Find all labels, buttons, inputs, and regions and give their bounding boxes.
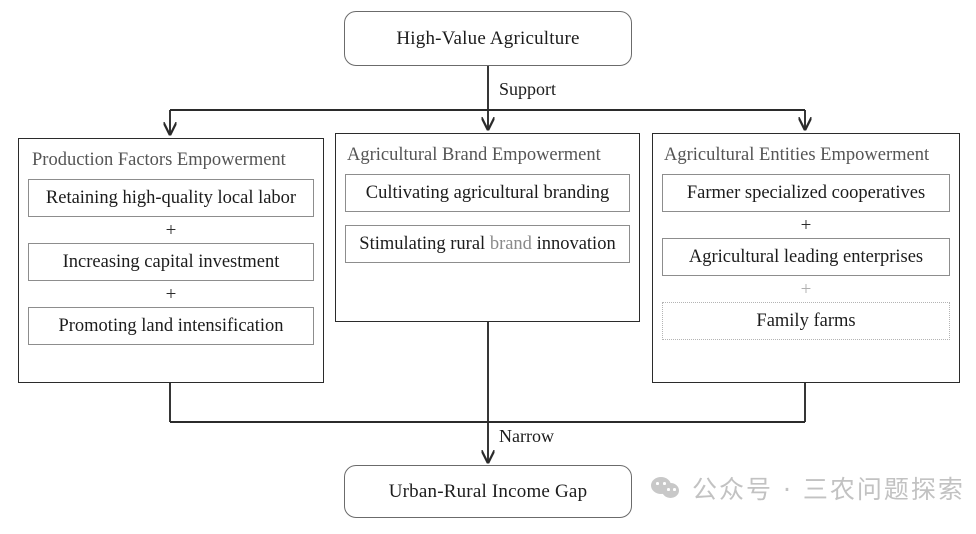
item-increasing-capital-investment[interactable]: Increasing capital investment xyxy=(28,243,314,282)
pillar-title: Agricultural Brand Empowerment xyxy=(347,145,601,165)
node-high-value-agriculture[interactable]: High-Value Agriculture xyxy=(344,11,632,66)
pillar-title: Production Factors Empowerment xyxy=(32,150,286,170)
item-farmer-specialized-cooperatives[interactable]: Farmer specialized cooperatives xyxy=(662,174,950,213)
item-retaining-local-labor[interactable]: Retaining high-quality local labor xyxy=(28,179,314,218)
plus-separator: + xyxy=(800,279,812,301)
item-cultivating-agricultural-branding[interactable]: Cultivating agricultural branding xyxy=(345,174,630,213)
edge-label-narrow: Narrow xyxy=(499,426,554,446)
item-label: Stimulating rural brand innovation xyxy=(359,234,615,255)
item-agricultural-leading-enterprises[interactable]: Agricultural leading enterprises xyxy=(662,238,950,277)
item-label: Family farms xyxy=(756,310,856,331)
item-label-highlight: brand xyxy=(489,233,532,254)
pillar-production-factors-empowerment: Production Factors Empowerment Retaining… xyxy=(18,138,324,383)
item-label-part: innovation xyxy=(531,233,616,254)
node-label: High-Value Agriculture xyxy=(396,27,580,49)
wechat-icon xyxy=(651,475,681,501)
node-urban-rural-income-gap[interactable]: Urban-Rural Income Gap xyxy=(344,465,632,518)
item-stimulating-rural-brand-innovation[interactable]: Stimulating rural brand innovation xyxy=(345,225,630,264)
pillar-items: Retaining high-quality local labor + Inc… xyxy=(28,179,314,346)
edge-label-support: Support xyxy=(499,79,557,99)
item-label: Agricultural leading enterprises xyxy=(688,246,924,267)
item-label: Cultivating agricultural branding xyxy=(365,182,610,203)
item-label: Farmer specialized cooperatives xyxy=(686,182,926,203)
pillar-items: Cultivating agricultural branding Stimul… xyxy=(345,174,630,264)
item-label: Retaining high-quality local labor xyxy=(45,187,297,208)
pillar-title: Agricultural Entities Empowerment xyxy=(664,145,930,165)
pillar-agricultural-entities-empowerment: Agricultural Entities Empowerment Farmer… xyxy=(652,133,960,383)
watermark-text: 公众号 · 三农问题探索 xyxy=(692,475,965,504)
pillar-agricultural-brand-empowerment: Agricultural Brand Empowerment Cultivati… xyxy=(335,133,640,322)
item-gap xyxy=(345,212,630,225)
plus-separator: + xyxy=(165,220,177,242)
item-family-farms[interactable]: Family farms xyxy=(662,302,950,341)
item-label-part: Stimulating rural xyxy=(359,233,490,254)
node-label: Urban-Rural Income Gap xyxy=(388,480,588,502)
pillar-items: Farmer specialized cooperatives + Agricu… xyxy=(662,174,950,341)
item-label: Increasing capital investment xyxy=(62,251,280,272)
item-promoting-land-intensification[interactable]: Promoting land intensification xyxy=(28,307,314,346)
plus-separator: + xyxy=(165,284,177,306)
plus-separator: + xyxy=(800,215,812,237)
watermark: 公众号 · 三农问题探索 xyxy=(651,470,965,506)
item-label: Promoting land intensification xyxy=(58,315,284,336)
